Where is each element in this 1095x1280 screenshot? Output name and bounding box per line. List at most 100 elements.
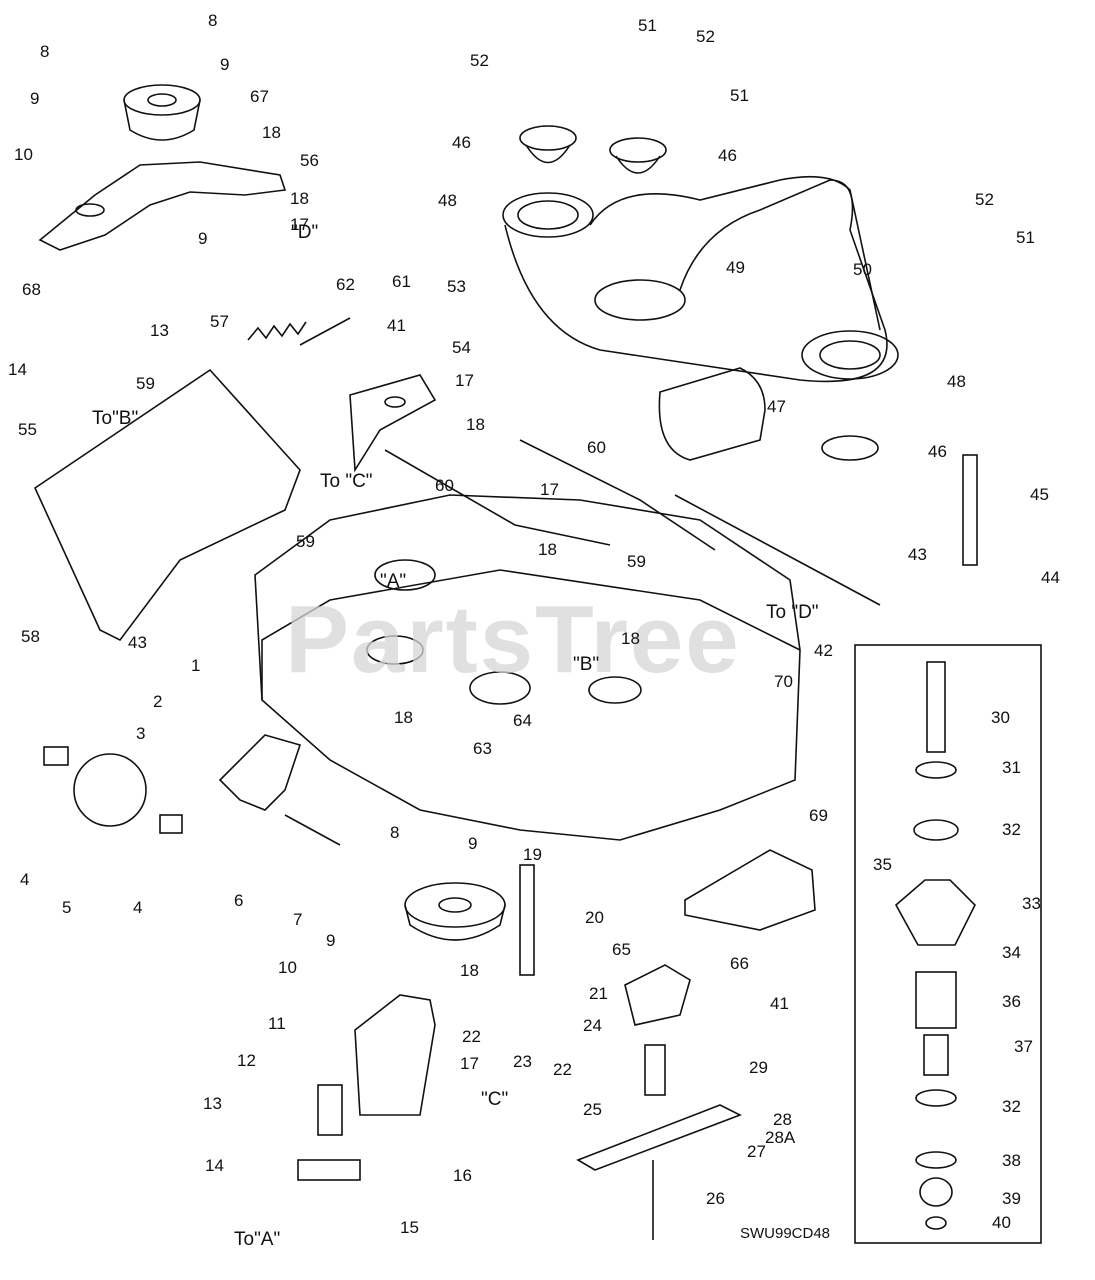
callout-46: 46 [928,442,947,461]
callout-62: 62 [336,275,355,294]
callout-66: 66 [730,954,749,973]
callout-52: 52 [696,27,715,46]
callout-68: 68 [22,280,41,299]
callout-58: 58 [21,627,40,646]
bracket-54 [349,374,437,473]
callout-37: 37 [1014,1037,1033,1056]
blade-housing-assembly [854,644,1042,1244]
callout-7: 7 [293,910,303,929]
callout-38: 38 [1002,1151,1021,1170]
callout-47: 47 [767,397,786,416]
callout-39: 39 [1002,1189,1021,1208]
callout-17: 17 [290,215,309,234]
callout-41: 41 [387,316,406,335]
callout-42: 42 [814,641,833,660]
callout-2: 2 [153,692,163,711]
callout-46: 46 [452,133,471,152]
wheel-assembly [43,734,341,846]
callout-12: 12 [237,1051,256,1070]
reference-c: "C" [481,1089,509,1110]
callout-11: 11 [268,1014,286,1033]
hub-46 [519,125,879,461]
callout-46: 46 [718,146,737,165]
callout-19: 19 [523,845,542,864]
callout-36: 36 [1002,992,1021,1011]
callout-6: 6 [234,891,244,910]
pulley-67 [123,84,201,141]
callout-9: 9 [326,931,336,950]
callout-22: 22 [553,1060,572,1079]
callout-30: 30 [991,708,1010,727]
callout-32: 32 [1002,820,1021,839]
watermark: PartsTree [285,586,741,693]
callout-17: 17 [460,1054,479,1073]
shield-69 [684,849,816,931]
callout-18: 18 [394,708,413,727]
callout-52: 52 [975,190,994,209]
callout-8: 8 [390,823,400,842]
callout-17: 17 [455,371,474,390]
callout-25: 25 [583,1100,602,1119]
callout-1: 1 [191,656,201,675]
callout-57: 57 [210,312,229,331]
callout-9: 9 [30,89,40,108]
reference-to-b: To"B" [92,408,139,429]
callout-27: 27 [747,1142,766,1161]
callout-51: 51 [638,16,657,35]
callout-10: 10 [278,958,297,977]
callout-60: 60 [587,438,606,457]
callout-20: 20 [585,908,604,927]
callout-18: 18 [460,961,479,980]
callout-44: 44 [1041,568,1060,587]
callout-18: 18 [262,123,281,142]
callout-28a: 28A [765,1128,796,1147]
drive-pulleys-and-belt [502,175,899,383]
callout-40: 40 [992,1213,1011,1232]
callout-45: 45 [1030,485,1049,504]
callout-43: 43 [128,633,147,652]
callout-18: 18 [538,540,557,559]
shaft-45 [962,454,978,566]
callout-18: 18 [290,189,309,208]
callout-5: 5 [62,898,72,917]
callout-52: 52 [470,51,489,70]
callout-18: 18 [466,415,485,434]
callout-8: 8 [208,11,218,30]
callout-48: 48 [438,191,457,210]
callout-59: 59 [296,532,315,551]
deflector-58 [33,368,301,642]
callout-9: 9 [468,834,478,853]
callout-18: 18 [621,629,640,648]
callout-51: 51 [730,86,749,105]
callout-56: 56 [300,151,319,170]
reference-to-c: To "C" [320,471,373,492]
callout-61: 61 [392,272,411,291]
callout-70: 70 [774,672,793,691]
callout-33: 33 [1022,894,1041,913]
callout-41: 41 [770,994,789,1013]
callout-49: 49 [726,258,745,277]
callout-54: 54 [452,338,471,357]
reference-to-a: To"A" [234,1229,281,1250]
link-rods-60 [384,439,881,606]
callout-53: 53 [447,277,466,296]
callout-17: 17 [540,480,559,499]
callout-9: 9 [198,229,208,248]
callout-59: 59 [627,552,646,571]
callout-65: 65 [612,940,631,959]
sleeve-47 [658,367,766,461]
callout-31: 31 [1002,758,1021,777]
callout-14: 14 [205,1156,224,1175]
callout-50: 50 [853,260,872,279]
lower-idler-assembly [297,864,535,1181]
callout-60: 60 [435,476,454,495]
reference-b: "B" [573,654,600,675]
callout-29: 29 [749,1058,768,1077]
callout-32: 32 [1002,1097,1021,1116]
callout-26: 26 [706,1189,725,1208]
callout-67: 67 [250,87,269,106]
callout-63: 63 [473,739,492,758]
callout-24: 24 [583,1016,602,1035]
callout-8: 8 [40,42,50,61]
